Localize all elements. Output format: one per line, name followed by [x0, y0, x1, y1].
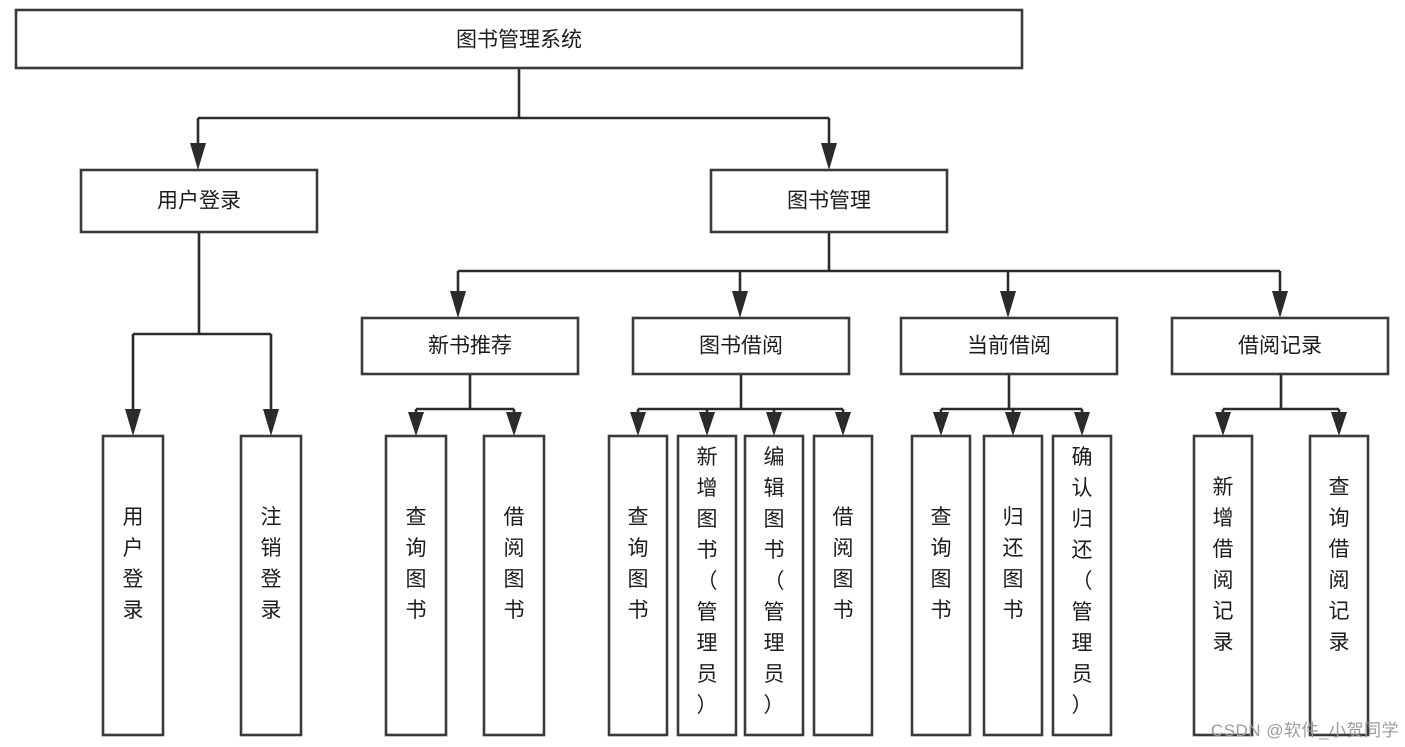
node-root-label: 图书管理系统: [456, 29, 582, 52]
arrow-head-book-borrow: [732, 291, 748, 318]
node-book-management-box[interactable]: [709, 168, 949, 234]
arrow-head-leaf-add-book-admin: [699, 412, 715, 436]
arrow-head-user-login: [190, 143, 206, 170]
node-leaf-query-book-1[interactable]: 查询图书: [384, 434, 448, 737]
arrow-head-leaf-logout-login: [263, 409, 279, 436]
node-leaf-user-login[interactable]: 用户登录: [101, 434, 165, 737]
node-leaf-borrow-book-2[interactable]: 借阅图书: [812, 434, 874, 737]
arrow-head-leaf-user-login: [125, 409, 141, 436]
arrow-head-leaf-return-book: [1005, 412, 1021, 436]
arrow-head-current-borrow: [1000, 291, 1016, 318]
node-root[interactable]: 图书管理系统: [14, 8, 1024, 70]
node-leaf-user-login-label: 用户登录: [123, 506, 144, 622]
csdn-watermark: CSDN @软件_小贺同学: [1210, 721, 1399, 740]
node-leaf-borrow-book-2-label: 借阅图书: [833, 506, 854, 622]
node-leaf-borrow-book-1-label: 借阅图书: [504, 506, 525, 622]
arrow-head-leaf-query-book-2: [630, 412, 646, 436]
node-leaf-query-book-1-box[interactable]: [384, 434, 448, 737]
arrow-head-book-management: [821, 143, 837, 170]
node-leaf-borrow-book-2-box[interactable]: [812, 434, 874, 737]
connector-layer: [125, 68, 1347, 436]
node-leaf-return-book[interactable]: 归还图书: [982, 434, 1044, 737]
node-borrow-record[interactable]: 借阅记录: [1170, 316, 1390, 376]
node-leaf-edit-book-admin[interactable]: 编辑图书（管理员）: [743, 434, 805, 737]
node-book-management[interactable]: 图书管理: [709, 168, 949, 234]
node-leaf-add-borrow-record-label: 新增借阅记录: [1213, 476, 1234, 654]
node-leaf-add-book-admin[interactable]: 新增图书（管理员）: [676, 434, 738, 737]
node-leaf-add-borrow-record[interactable]: 新增借阅记录: [1192, 434, 1254, 737]
node-leaf-query-book-3-label: 查询图书: [931, 506, 952, 622]
arrow-head-leaf-confirm-return-admin: [1074, 412, 1090, 436]
node-borrow-record-label: 借阅记录: [1238, 335, 1322, 358]
node-leaf-query-borrow-record-box[interactable]: [1308, 434, 1370, 737]
arrow-head-borrow-record: [1272, 291, 1288, 318]
node-book-borrow-box[interactable]: [631, 316, 851, 376]
node-leaf-query-book-3[interactable]: 查询图书: [910, 434, 972, 737]
arrow-head-leaf-query-book-1: [408, 412, 424, 436]
node-leaf-return-book-label: 归还图书: [1003, 506, 1024, 622]
node-book-management-label: 图书管理: [787, 190, 871, 213]
arrow-head-leaf-borrow-book-1: [506, 412, 522, 436]
node-leaf-logout-login[interactable]: 注销登录: [239, 434, 303, 737]
node-leaf-add-borrow-record-box[interactable]: [1192, 434, 1254, 737]
node-leaf-edit-book-admin-box[interactable]: [743, 434, 805, 737]
node-root-box[interactable]: [14, 8, 1024, 70]
node-leaf-logout-login-box[interactable]: [239, 434, 303, 737]
node-leaf-query-book-2-box[interactable]: [607, 434, 669, 737]
node-user-login-box[interactable]: [79, 168, 319, 234]
node-leaf-query-book-1-label: 查询图书: [406, 506, 427, 622]
node-leaf-confirm-return-admin[interactable]: 确认归还（管理员）: [1051, 434, 1113, 737]
node-book-borrow[interactable]: 图书借阅: [631, 316, 851, 376]
node-leaf-logout-login-label: 注销登录: [261, 506, 282, 622]
node-borrow-record-box[interactable]: [1170, 316, 1390, 376]
node-leaf-edit-book-admin-label: 编辑图书（管理员）: [764, 446, 785, 717]
node-current-borrow-box[interactable]: [899, 316, 1119, 376]
node-leaf-user-login-box[interactable]: [101, 434, 165, 737]
node-leaf-add-book-admin-label: 新增图书（管理员）: [697, 446, 718, 717]
node-leaf-confirm-return-admin-box[interactable]: [1051, 434, 1113, 737]
node-new-book-recommend[interactable]: 新书推荐: [360, 316, 580, 376]
node-leaf-confirm-return-admin-label: 确认归还（管理员）: [1072, 446, 1093, 717]
node-new-book-recommend-label: 新书推荐: [428, 335, 512, 358]
leaf-node-layer: 用户登录 注销登录 查询图书 借阅图书 查询图书 新增图书（管理员）: [101, 434, 1370, 737]
node-leaf-query-book-2[interactable]: 查询图书: [607, 434, 669, 737]
arrow-head-leaf-query-borrow-record: [1331, 412, 1347, 436]
node-leaf-add-book-admin-box[interactable]: [676, 434, 738, 737]
arrow-head-leaf-borrow-book-2: [835, 412, 851, 436]
arrow-head-leaf-edit-book-admin: [766, 412, 782, 436]
node-leaf-borrow-book-1[interactable]: 借阅图书: [482, 434, 546, 737]
arrow-head-leaf-add-borrow-record: [1215, 412, 1231, 436]
node-user-login[interactable]: 用户登录: [79, 168, 319, 234]
node-leaf-query-book-3-box[interactable]: [910, 434, 972, 737]
node-leaf-borrow-book-1-box[interactable]: [482, 434, 546, 737]
node-book-borrow-label: 图书借阅: [699, 335, 783, 358]
node-leaf-query-book-2-label: 查询图书: [628, 506, 649, 622]
node-new-book-recommend-box[interactable]: [360, 316, 580, 376]
node-current-borrow[interactable]: 当前借阅: [899, 316, 1119, 376]
node-current-borrow-label: 当前借阅: [967, 335, 1051, 358]
arrow-head-new-book-recommend: [450, 291, 466, 318]
node-leaf-query-borrow-record-label: 查询借阅记录: [1329, 476, 1350, 654]
arrow-head-leaf-query-book-3: [933, 412, 949, 436]
node-leaf-query-borrow-record[interactable]: 查询借阅记录: [1308, 434, 1370, 737]
node-user-login-label: 用户登录: [157, 190, 241, 213]
node-leaf-return-book-box[interactable]: [982, 434, 1044, 737]
